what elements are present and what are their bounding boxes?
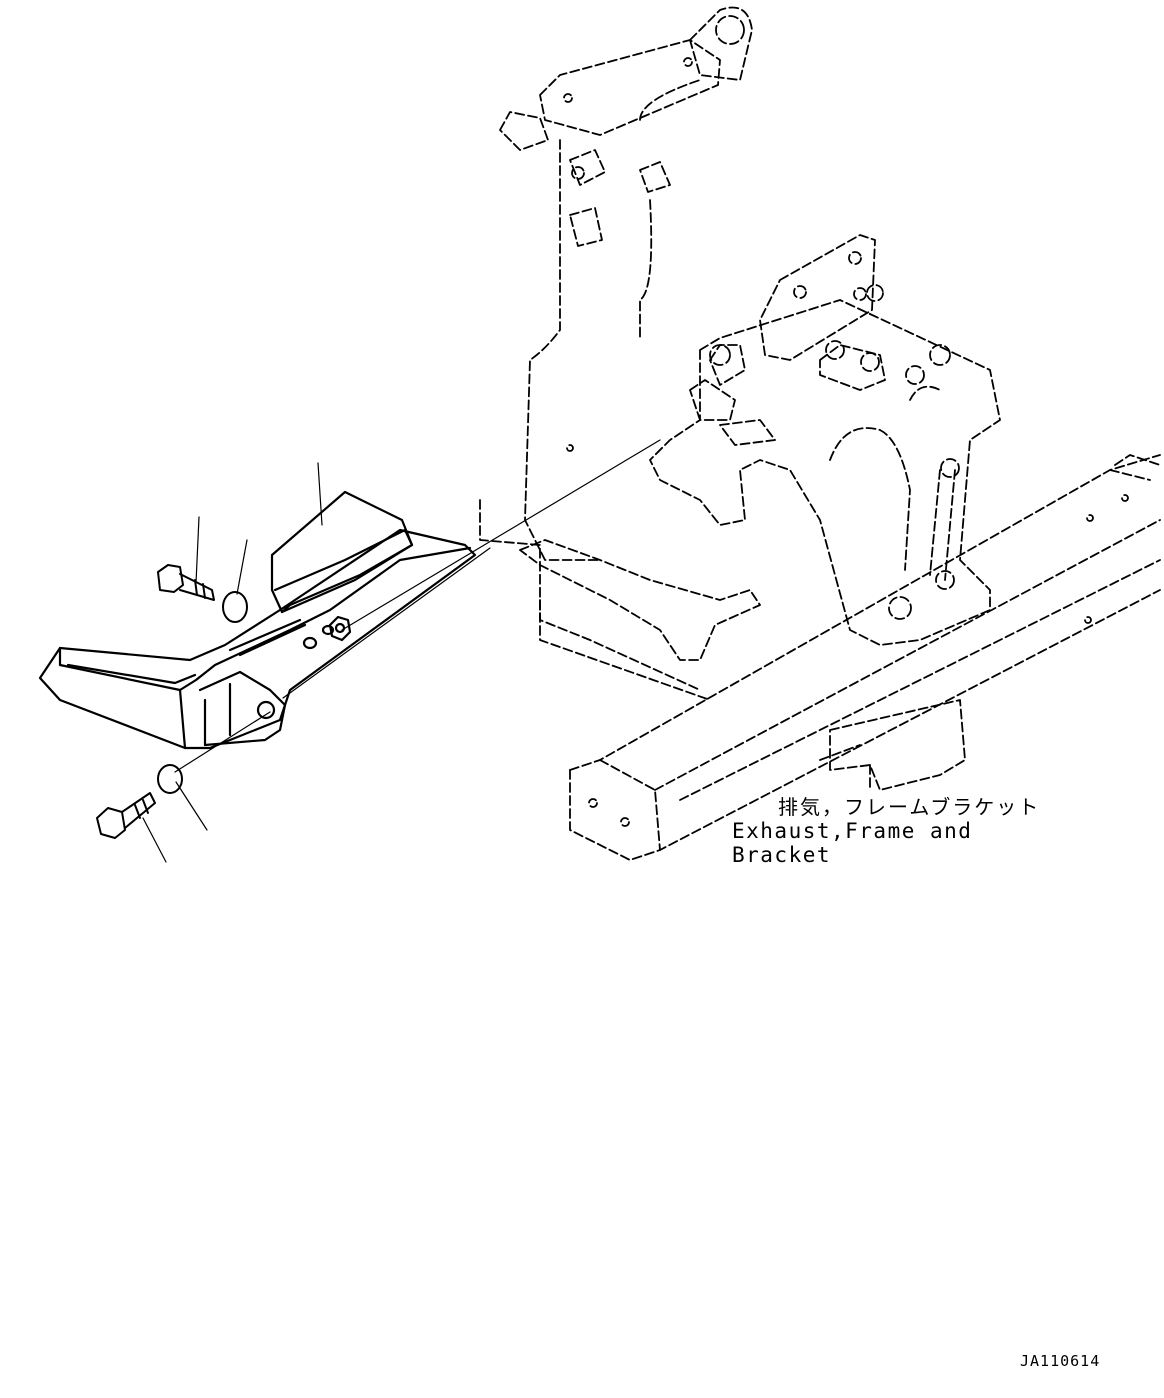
mount-plate: [759, 234, 876, 361]
callout-leader-bolt-upper: [195, 516, 200, 584]
small-bracket: [499, 111, 549, 151]
guard-flange: [270, 490, 414, 614]
top-plate: [539, 39, 721, 136]
frame-beam: [569, 454, 1161, 771]
bolt-lower: [96, 792, 156, 839]
pivot-arm: [689, 6, 753, 81]
housing-bolt: [825, 340, 845, 360]
post-blocks: [569, 149, 606, 186]
callout-leader-washer-lower: [175, 781, 208, 831]
lower-bracket: [829, 699, 966, 791]
reference-frame-assembly: [479, 6, 1161, 861]
vertical-post: [524, 139, 601, 561]
reference-label-english: Exhaust,Frame and Bracket: [732, 819, 973, 867]
bolt-upper: [157, 564, 215, 601]
callout-leader-bolt-lower: [142, 817, 167, 863]
lever-arm: [929, 469, 956, 581]
guard-mount-tab: [198, 670, 287, 747]
guard-part: [38, 490, 477, 750]
guard-mount-hole: [256, 700, 276, 720]
callout-leader-washer-upper: [236, 539, 248, 595]
pivot-hole: [715, 15, 745, 45]
leader-lines: [142, 439, 661, 863]
main-housing: [649, 299, 1001, 646]
guard-nut: [328, 615, 352, 642]
drawing-id: JA110614: [1020, 1352, 1101, 1370]
crossmember: [479, 499, 701, 691]
reference-label-japanese: 排気，フレームブラケット: [778, 795, 1041, 819]
washer-lower: [157, 764, 183, 794]
washer-upper: [222, 591, 248, 623]
guard-body: [38, 528, 477, 750]
callout-leader-guard: [317, 462, 323, 526]
hardware: [96, 564, 248, 839]
